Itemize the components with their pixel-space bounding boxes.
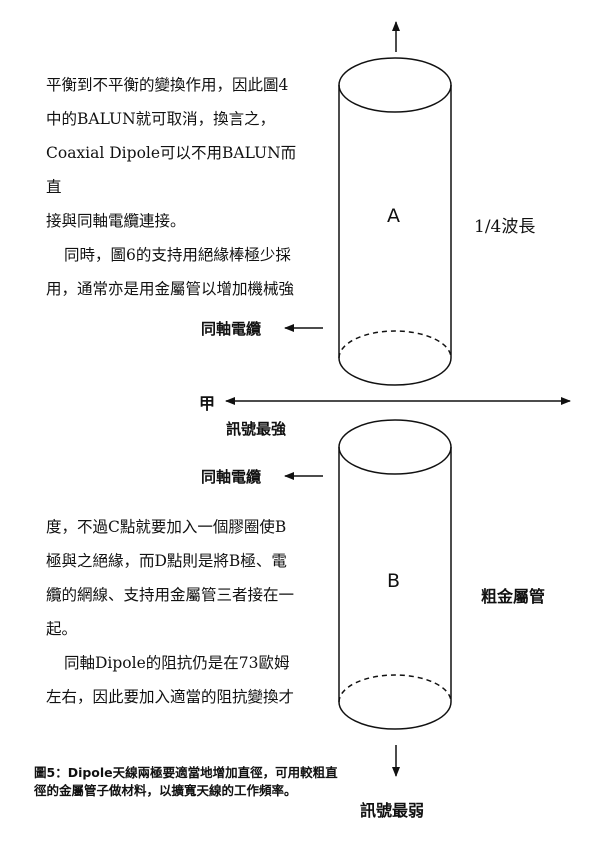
text-line: 同時，圖6的支持用絕緣棒極少採 [64, 246, 291, 264]
text-line: 平衡到不平衡的變換作用，因此圖4 [46, 76, 289, 94]
cylinder-a-bottom-front [338, 357, 452, 386]
text-line: 中的BALUN就可取消，換言之， [46, 110, 276, 128]
label-quarter-wave: 1/4波長 [474, 217, 536, 237]
text-line: 纜的網線、支持用金屬管三者接在一 [46, 586, 295, 604]
text-line: 極與之絕緣，而D點則是將B極、電 [46, 552, 287, 570]
cylinder-b-bottom-front [338, 701, 452, 730]
label-a: A [387, 205, 400, 227]
text-line: Coaxial Dipole可以不用BALUN而直 [46, 144, 297, 196]
text-line: 用，通常亦是用金屬管以增加機械強 [46, 280, 295, 298]
label-strongest: 訊號最強 [226, 420, 287, 438]
figure-caption: 圖5：Dipole天線兩極要適當地增加直徑，可用較粗直 徑的金屬管子做材料，以擴… [34, 764, 374, 800]
label-coax-top: 同軸電纜 [201, 320, 262, 338]
cylinder-b-bottom-back [338, 674, 452, 703]
cylinder-b-top [338, 419, 452, 475]
label-coax-bottom: 同軸電纜 [201, 468, 262, 486]
label-point-jia: 甲 [199, 394, 216, 413]
caption-line: 圖5：Dipole天線兩極要適當地增加直徑，可用較粗直 [34, 765, 338, 780]
cylinder-a-bottom-back [338, 330, 452, 359]
label-weakest: 訊號最弱 [360, 801, 425, 820]
cylinder-a-top [338, 57, 452, 113]
text-line: 同軸Dipole的阻抗仍是在73歐姆 [64, 654, 290, 672]
text-line: 左右，因此要加入適當的阻抗變換才 [46, 688, 295, 706]
label-thick-tube: 粗金屬管 [481, 587, 546, 606]
caption-line: 徑的金屬管子做材料，以擴寬天線的工作頻率。 [34, 783, 297, 798]
body-text-top: 平衡到不平衡的變換作用，因此圖4 中的BALUN就可取消，換言之， Coaxia… [46, 68, 308, 306]
body-text-bottom: 度，不過C點就要加入一個膠圈使B 極與之絕緣，而D點則是將B極、電 纜的網線、支… [46, 510, 308, 714]
label-b: B [387, 570, 401, 592]
text-line: 接與同軸電纜連接。 [46, 212, 186, 230]
text-line: 度，不過C點就要加入一個膠圈使B [46, 518, 287, 536]
text-line: 起。 [46, 620, 78, 638]
